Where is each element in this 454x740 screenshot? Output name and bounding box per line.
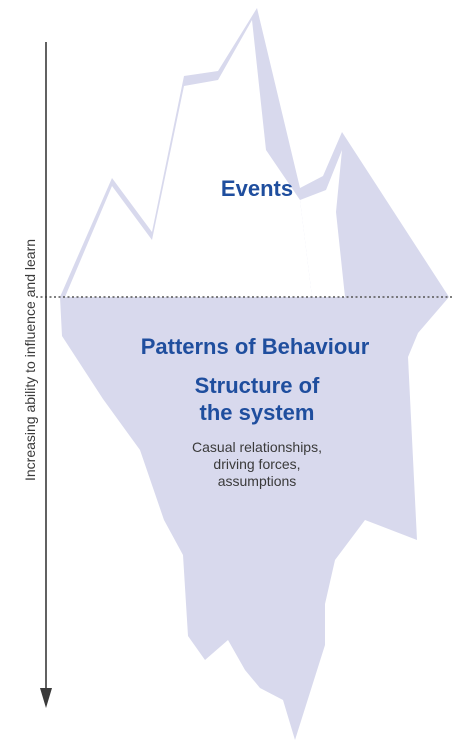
- influence-arrow-head: [40, 688, 52, 708]
- structure-detail-line: assumptions: [217, 473, 297, 489]
- iceberg-tip-highlight: [65, 20, 312, 297]
- iceberg-ridge-highlight: [300, 150, 345, 297]
- patterns-text: Patterns of Behaviour: [140, 334, 370, 359]
- axis-caption-text: Increasing ability to influence and lear…: [22, 238, 38, 482]
- structure-detail-line: driving forces,: [213, 456, 301, 472]
- events-text: Events: [220, 176, 294, 201]
- iceberg-body: [60, 8, 449, 740]
- structure-line-2: the system: [199, 400, 315, 425]
- structure-line-1: Structure of: [194, 373, 320, 398]
- structure-detail-line: Casual relationships,: [192, 439, 322, 455]
